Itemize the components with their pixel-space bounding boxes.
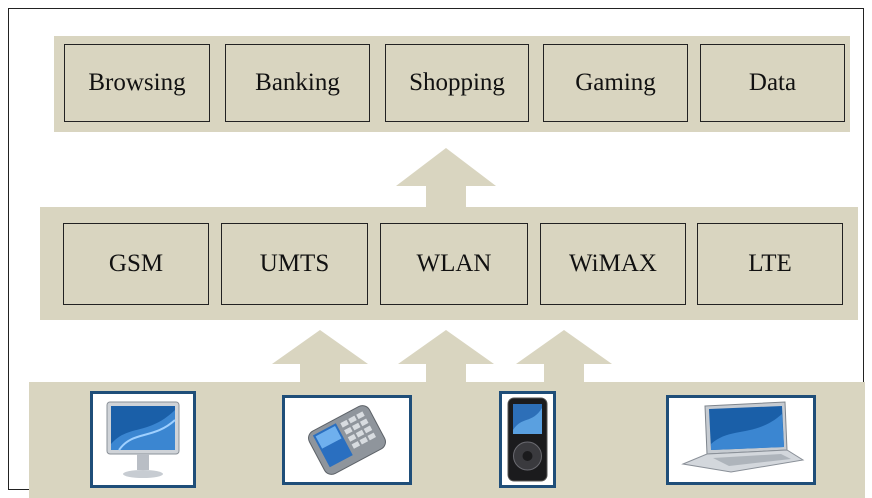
- tech-label: GSM: [108, 250, 164, 277]
- tech-box-wlan: WLAN: [380, 223, 528, 305]
- app-label: Gaming: [575, 69, 656, 96]
- app-label: Shopping: [409, 69, 505, 96]
- arrow-up-icon: [396, 148, 496, 210]
- app-box-data: Data: [700, 44, 845, 122]
- tech-label: LTE: [748, 250, 792, 277]
- tech-label: WiMAX: [569, 250, 657, 277]
- app-label: Banking: [255, 69, 340, 96]
- tech-box-umts: UMTS: [221, 223, 368, 305]
- tech-label: UMTS: [259, 250, 330, 277]
- app-box-gaming: Gaming: [543, 44, 688, 122]
- tech-box-wimax: WiMAX: [540, 223, 686, 305]
- tech-box-lte: LTE: [697, 223, 843, 305]
- tech-box-gsm: GSM: [63, 223, 209, 305]
- arrow-up-icon: [272, 330, 368, 386]
- app-label: Data: [748, 69, 797, 96]
- mobile-phone-icon: [282, 395, 412, 485]
- desktop-monitor-icon: [90, 391, 196, 488]
- tech-label: WLAN: [416, 250, 492, 277]
- laptop-icon: [666, 395, 816, 485]
- app-box-shopping: Shopping: [385, 44, 529, 122]
- media-player-icon: [499, 391, 556, 488]
- app-box-banking: Banking: [225, 44, 370, 122]
- app-label: Browsing: [88, 69, 186, 96]
- arrow-up-icon: [398, 330, 494, 386]
- app-box-browsing: Browsing: [64, 44, 210, 122]
- arrow-up-icon: [516, 330, 612, 386]
